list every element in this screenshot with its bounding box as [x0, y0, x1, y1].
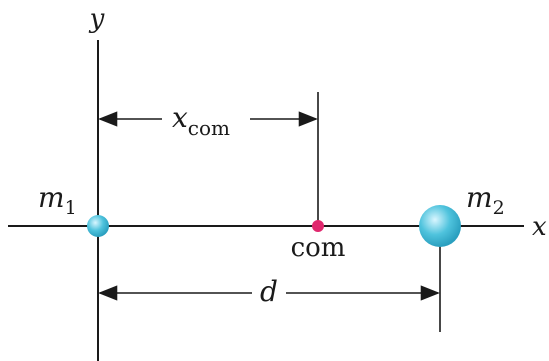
d-label: d [260, 275, 278, 308]
com-label: com [291, 233, 346, 263]
m1-label-base: m [38, 181, 65, 214]
m2-label-base: m [466, 181, 493, 214]
y-axis-label: y [89, 4, 105, 34]
xcom-label-base: x [172, 101, 188, 134]
com-dot [312, 220, 324, 232]
xcom-label-sub: com [188, 116, 230, 140]
m1-label: m1 [38, 181, 77, 219]
xcom-label: xcom [172, 101, 230, 140]
m2-label: m2 [466, 181, 505, 219]
mass-m1-sphere [87, 215, 109, 237]
x-axis-label: x [532, 212, 547, 242]
m1-label-sub: 1 [65, 197, 77, 219]
mass-m2-sphere [419, 205, 461, 247]
m2-label-sub: 2 [493, 197, 505, 219]
